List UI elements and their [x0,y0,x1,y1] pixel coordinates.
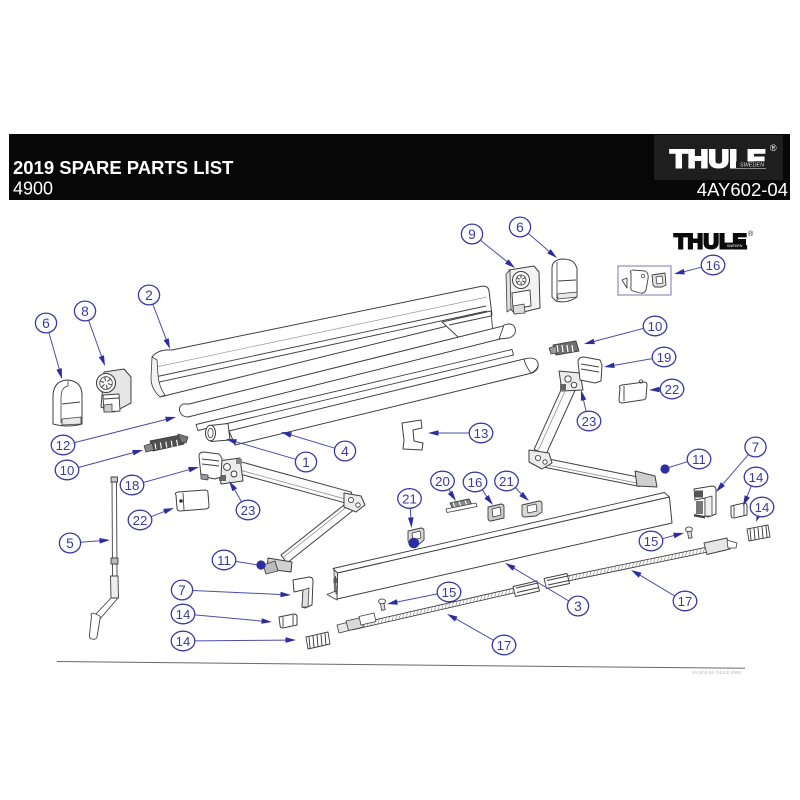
svg-text:THULE: THULE [674,231,747,254]
svg-text:4900: 4900 [13,179,53,199]
svg-text:21: 21 [402,492,417,507]
svg-text:22: 22 [133,513,148,528]
svg-text:11: 11 [692,452,706,467]
svg-text:17: 17 [678,594,693,609]
svg-text:15: 15 [644,534,659,549]
svg-text:6: 6 [516,220,524,235]
svg-text:22: 22 [665,382,680,397]
svg-text:14: 14 [755,500,770,515]
svg-text:4AY602-04 THULE 4900: 4AY602-04 THULE 4900 [692,670,742,675]
svg-text:®: ® [770,143,777,153]
svg-text:3: 3 [574,599,582,614]
svg-text:4: 4 [341,444,349,459]
svg-text:21: 21 [499,474,514,489]
svg-text:14: 14 [749,470,764,485]
svg-text:14: 14 [176,607,191,622]
svg-text:7: 7 [178,583,186,598]
svg-text:7: 7 [752,440,760,455]
svg-text:10: 10 [60,463,75,478]
svg-text:5: 5 [66,536,74,551]
svg-text:23: 23 [582,414,597,429]
svg-text:13: 13 [474,426,489,441]
svg-text:THULE: THULE [670,146,766,174]
svg-text:19: 19 [657,350,672,365]
svg-text:8: 8 [81,304,89,319]
svg-text:9: 9 [468,227,476,242]
svg-text:14: 14 [176,634,191,649]
svg-text:1: 1 [302,455,310,470]
svg-text:15: 15 [442,585,457,600]
svg-text:6: 6 [42,316,50,331]
svg-text:11: 11 [217,553,231,568]
svg-text:SWEDEN: SWEDEN [727,244,743,248]
svg-text:20: 20 [435,474,450,489]
svg-text:12: 12 [56,438,71,453]
svg-text:18: 18 [125,478,140,493]
svg-text:16: 16 [468,475,483,490]
svg-text:23: 23 [241,503,256,518]
svg-text:4AY602-04: 4AY602-04 [697,179,788,200]
svg-text:®: ® [748,230,754,238]
svg-text:17: 17 [497,638,512,653]
svg-text:2019 SPARE PARTS LIST: 2019 SPARE PARTS LIST [13,157,234,178]
svg-text:10: 10 [648,319,663,334]
svg-text:SWEDEN: SWEDEN [740,163,764,169]
svg-text:2: 2 [145,288,153,303]
svg-text:16: 16 [706,258,721,273]
